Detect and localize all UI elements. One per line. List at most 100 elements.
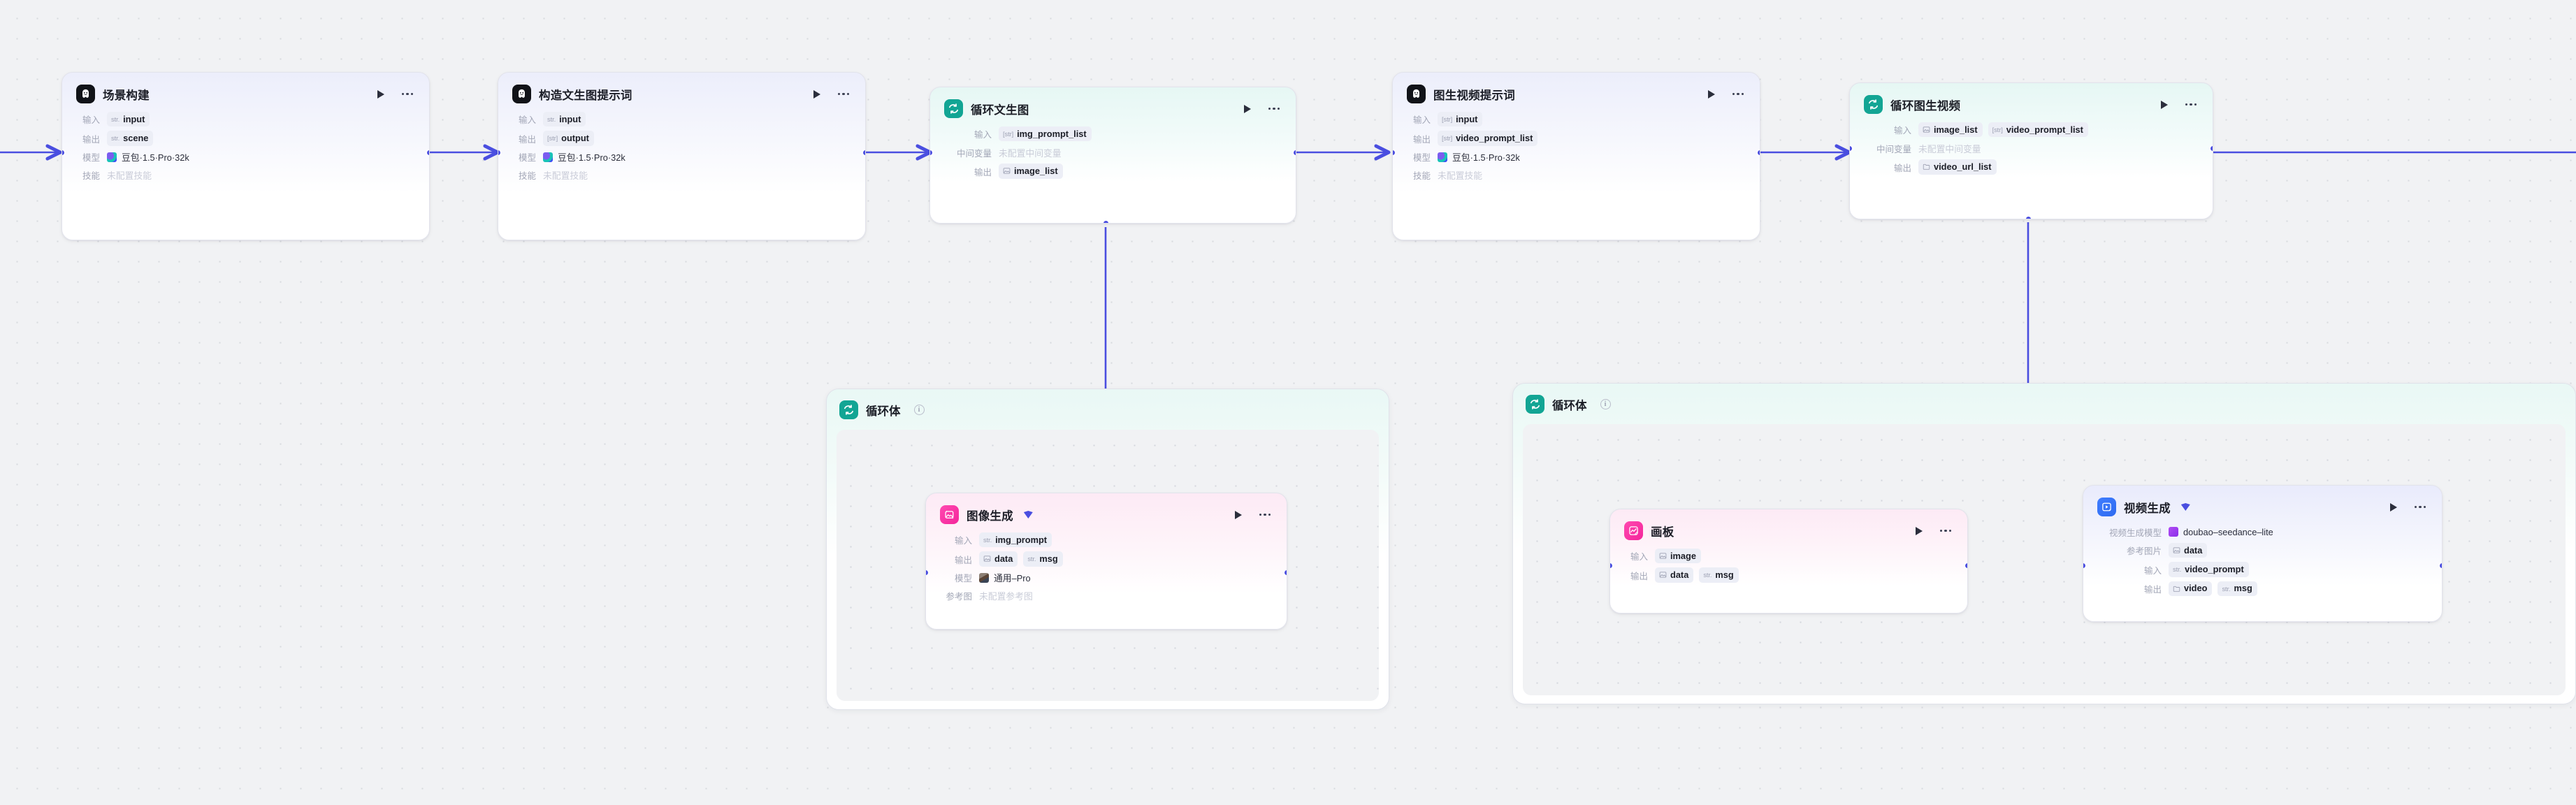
run-button[interactable] xyxy=(1240,102,1254,116)
chip-name: data xyxy=(2184,544,2203,556)
node-loop-i2v[interactable]: 循环图生视频 输入 xyxy=(1849,82,2213,219)
port-in[interactable] xyxy=(926,569,929,576)
loop-body-right-header: 循环体 i xyxy=(1513,384,2575,414)
more-options-button[interactable] xyxy=(1938,524,1953,538)
chip-name: msg xyxy=(2234,583,2252,594)
row-label: 技能 xyxy=(518,171,536,182)
node-video-gen[interactable]: 视频生成 视频生成模型 doubao–seedance–lite 参考图 xyxy=(2083,485,2443,622)
io-chip[interactable]: [str] input xyxy=(1438,112,1483,127)
run-button[interactable] xyxy=(374,87,388,101)
io-chip[interactable]: str. img_prompt xyxy=(979,532,1052,548)
node-row-ref-picture: 参考图片 data xyxy=(2097,543,2428,558)
io-chip[interactable]: [str] video_prompt_list xyxy=(1438,131,1538,146)
more-options-button[interactable] xyxy=(1730,87,1746,101)
bot-icon xyxy=(1407,85,1426,103)
node-row-output: 输出 str. scene xyxy=(76,131,415,146)
run-button[interactable] xyxy=(1231,508,1245,522)
doubao-icon xyxy=(107,152,117,162)
io-chip[interactable]: video xyxy=(2169,581,2213,597)
port-in[interactable] xyxy=(1393,149,1396,157)
port-bottom[interactable] xyxy=(1102,219,1110,223)
chip-name: input xyxy=(559,113,581,124)
node-row-model: 模型 通用–Pro xyxy=(940,571,1273,585)
node-row-midvar: 中间变量 未配置中间变量 xyxy=(1864,141,2199,155)
io-chip[interactable]: video_url_list xyxy=(1918,159,1997,175)
model-name: 豆包·1.5·Pro·32k xyxy=(122,152,189,164)
io-chip[interactable]: str. input xyxy=(107,112,150,127)
port-out[interactable] xyxy=(2209,145,2213,152)
row-placeholder: 未配置中间变量 xyxy=(1918,143,1981,154)
port-in[interactable] xyxy=(1610,562,1614,570)
io-chip[interactable]: image xyxy=(1655,549,1701,564)
port-out[interactable] xyxy=(2438,562,2442,570)
run-button[interactable] xyxy=(2387,500,2401,514)
run-button[interactable] xyxy=(1912,524,1926,538)
node-row-model: 模型 豆包·1.5·Pro·32k xyxy=(76,150,415,164)
io-chip[interactable]: str. input xyxy=(543,112,586,127)
chip-name: data xyxy=(994,553,1013,564)
info-icon[interactable]: i xyxy=(1600,399,1611,409)
port-out[interactable] xyxy=(1292,149,1296,157)
io-chip[interactable]: str. msg xyxy=(1023,551,1063,567)
loop-icon xyxy=(944,99,963,118)
port-out[interactable] xyxy=(1964,562,1967,570)
diamond-badge xyxy=(1023,511,1033,518)
model-name: 豆包·1.5·Pro·32k xyxy=(1452,152,1520,164)
image-type-icon xyxy=(1923,126,1930,133)
io-chip[interactable]: str. video_prompt xyxy=(2169,562,2249,577)
loop-icon xyxy=(1864,95,1883,114)
more-options-button[interactable] xyxy=(1266,102,1282,116)
port-out[interactable] xyxy=(1283,569,1287,576)
node-build-t2i-prompt[interactable]: 构造文生图提示词 输入 str. input 输出 [str] xyxy=(498,72,866,240)
io-chip[interactable]: str. msg xyxy=(2217,581,2257,597)
run-button[interactable] xyxy=(1705,87,1718,101)
io-chip[interactable]: data xyxy=(1655,567,1694,583)
node-canvas-board[interactable]: 画板 输入 i xyxy=(1609,509,1968,614)
port-bottom[interactable] xyxy=(2025,215,2032,219)
io-chip[interactable]: str. msg xyxy=(1699,567,1739,583)
port-out[interactable] xyxy=(426,149,429,157)
io-chip[interactable]: str. scene xyxy=(107,131,154,146)
run-button[interactable] xyxy=(810,87,824,101)
row-label: 输出 xyxy=(1412,134,1431,145)
node-scene-build[interactable]: 场景构建 输入 str. input 输出 str. xyxy=(61,72,430,240)
port-in[interactable] xyxy=(2083,562,2087,570)
loop-icon xyxy=(1526,395,1544,414)
port-out[interactable] xyxy=(1756,149,1760,157)
more-options-button[interactable] xyxy=(400,87,415,101)
row-label: 输入 xyxy=(1893,126,1911,136)
node-loop-t2i[interactable]: 循环文生图 输入 [str] img_prompt_list 中间变量 未配置中… xyxy=(929,87,1296,224)
node-row-output: 输出 [str] video_prompt_list xyxy=(1407,131,1746,146)
run-button[interactable] xyxy=(2157,98,2171,112)
port-in[interactable] xyxy=(498,149,502,157)
io-chip[interactable]: image_list xyxy=(999,164,1063,179)
io-chip[interactable]: image_list xyxy=(1918,122,1983,138)
image-type-icon xyxy=(2173,546,2180,554)
chip-name: scene xyxy=(123,132,149,143)
loop-body-left-header: 循环体 i xyxy=(827,389,1389,419)
model-name: doubao–seedance–lite xyxy=(2183,526,2273,537)
photo-thumb-icon xyxy=(979,572,989,583)
io-chip[interactable]: data xyxy=(979,551,1018,567)
port-out[interactable] xyxy=(862,149,865,157)
more-options-button[interactable] xyxy=(2183,98,2199,112)
info-icon[interactable]: i xyxy=(913,405,925,415)
io-chip[interactable]: [str] img_prompt_list xyxy=(999,126,1092,142)
port-in[interactable] xyxy=(1850,145,1853,152)
port-in[interactable] xyxy=(62,149,66,157)
image-type-icon xyxy=(1003,167,1011,175)
io-chip[interactable]: [str] output xyxy=(543,131,594,146)
row-label: 输入 xyxy=(82,115,100,126)
more-options-button[interactable] xyxy=(836,87,851,101)
node-title: 图像生成 xyxy=(967,509,1013,523)
io-chip[interactable]: [str] video_prompt_list xyxy=(1988,122,2088,138)
io-chip[interactable]: data xyxy=(2169,543,2208,558)
more-options-button[interactable] xyxy=(2412,500,2428,514)
node-image-gen[interactable]: 图像生成 输入 str. img_prompt 输出 xyxy=(925,493,1287,630)
node-build-i2v-prompt[interactable]: 图生视频提示词 输入 [str] input 输出 [str] xyxy=(1392,72,1760,240)
row-placeholder: 未配置技能 xyxy=(107,171,152,182)
loop-body-left[interactable]: 循环体 i xyxy=(826,389,1389,710)
more-options-button[interactable] xyxy=(1257,508,1273,522)
chip-name: video_prompt_list xyxy=(1456,132,1533,143)
